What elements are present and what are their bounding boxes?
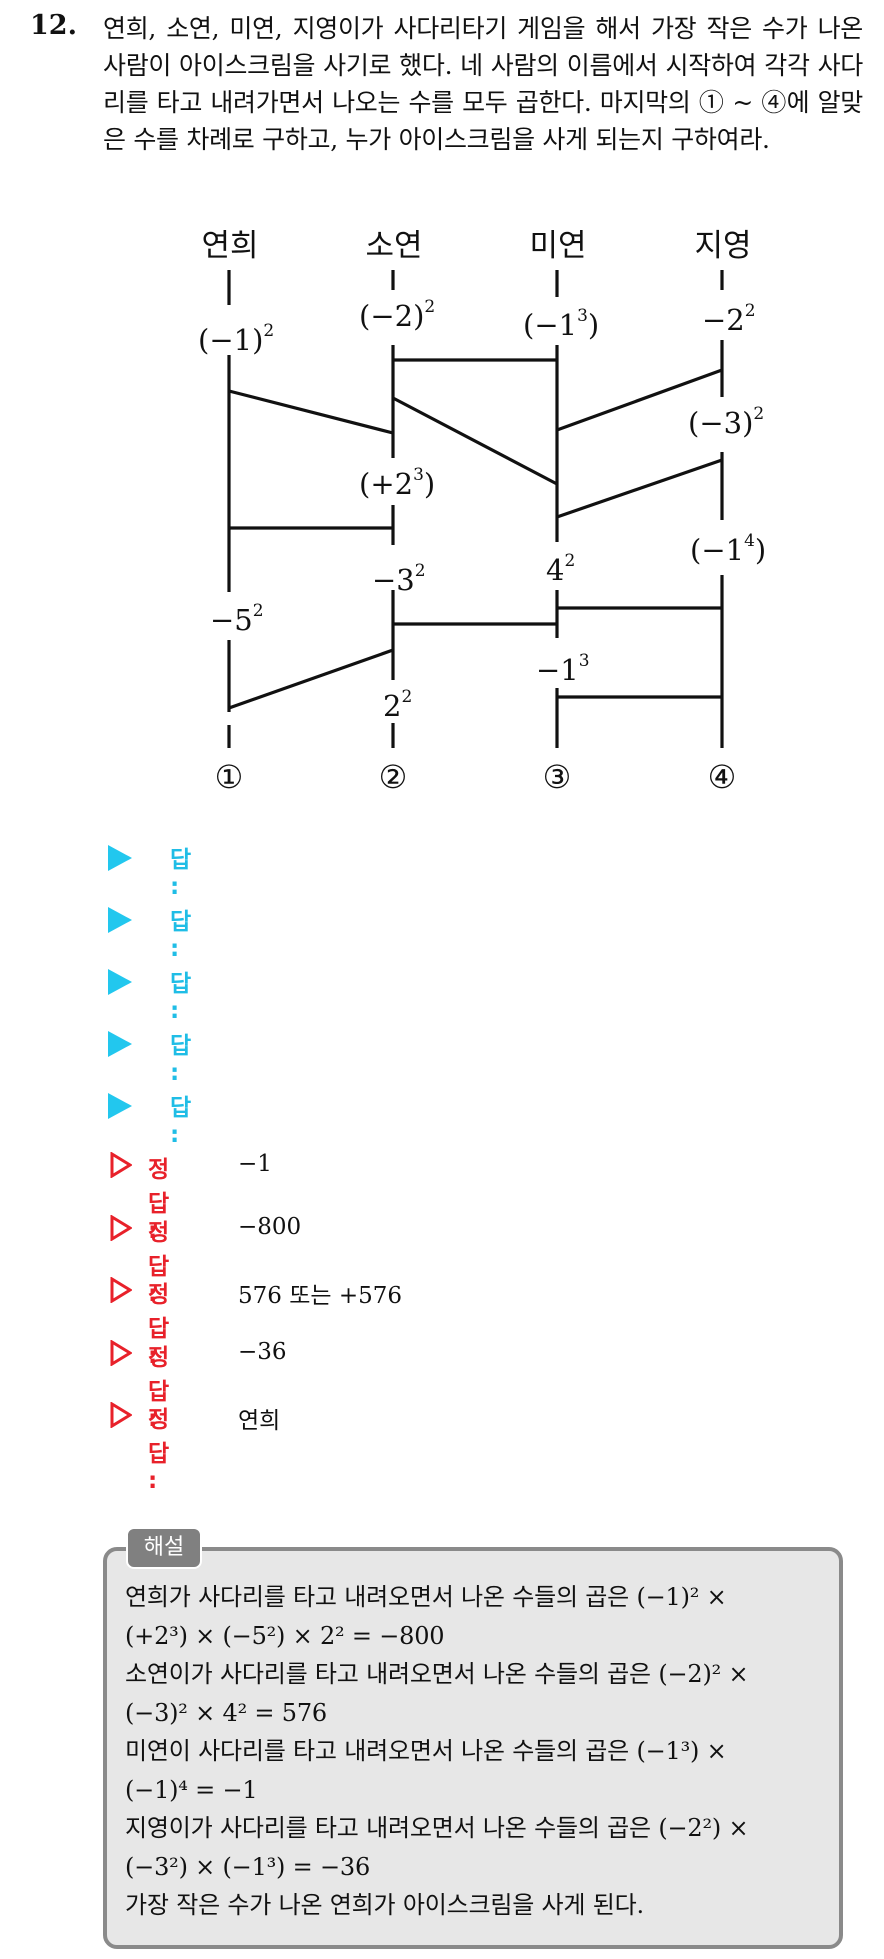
rung (228, 648, 394, 710)
answer-label: 답 : (170, 971, 192, 1024)
explanation-line: 가장 작은 수가 나온 연희가 아이스크림을 사게 된다. (125, 1891, 644, 1919)
correct-value: −800 (238, 1213, 302, 1240)
value-c2-b: (+23) (359, 465, 435, 501)
answer-label: 답 : (170, 1033, 192, 1086)
explanation-box (103, 1547, 843, 1949)
outline-triangle-icon (110, 1339, 132, 1366)
correct-label: 정답 : (148, 1344, 170, 1432)
correct-value: 연희 (238, 1408, 281, 1434)
rung (556, 458, 723, 519)
outline-triangle-icon (110, 1277, 132, 1303)
rung (228, 389, 394, 435)
value-c3-b: 42 (546, 551, 575, 587)
value-c4-a: −22 (702, 301, 756, 337)
explanation-line: (+2³) × (−5²) × 2² = −800 (125, 1621, 445, 1650)
name-soyeon: 소연 (365, 228, 422, 264)
outline-triangle-icon (110, 1214, 132, 1241)
value-c1-b: −52 (210, 601, 264, 637)
value-c3-c: −13 (536, 651, 590, 687)
name-jiyeong: 지영 (694, 228, 751, 264)
play-triangle-icon (108, 845, 132, 871)
explanation-line: (−1)⁴ = −1 (125, 1775, 258, 1804)
value-c2-a: (−2)2 (359, 297, 435, 333)
value-c1-a: (−1)2 (198, 321, 274, 357)
play-triangle-icon (108, 969, 132, 995)
outline-triangle-icon (110, 1402, 132, 1428)
correct-label: 정답 : (148, 1157, 170, 1244)
play-triangle-icon (108, 1093, 132, 1119)
answer-label: 답 : (170, 1095, 192, 1148)
outline-triangle-icon (110, 1152, 132, 1178)
bottom-label-2: ② (379, 758, 408, 796)
explanation-tag: 해설 (126, 1527, 202, 1569)
play-triangle-icon (108, 907, 132, 933)
value-c2-d: 22 (383, 687, 412, 723)
bottom-label-4: ④ (708, 758, 737, 796)
explanation-line: 소연이가 사다리를 타고 내려오면서 나온 수들의 곱은 (−2)² × (125, 1660, 749, 1688)
correct-label: 정답 : (148, 1282, 170, 1369)
bottom-label-3: ③ (543, 758, 572, 796)
name-miyeon: 미연 (529, 228, 586, 264)
correct-value: −1 (238, 1151, 272, 1177)
value-c3-a: (−13) (523, 306, 599, 342)
correct-label: 정답 : (148, 1407, 170, 1494)
ladder-diagram: 연희 소연 미연 지영 (−1)2 (198, 228, 766, 796)
explanation-line: (−3)² × 4² = 576 (125, 1698, 327, 1727)
explanation-line: (−3²) × (−1³) = −36 (125, 1852, 371, 1881)
value-c4-b: (−3)2 (688, 404, 764, 440)
question-number: 12. (30, 10, 77, 41)
play-triangle-icon (108, 1031, 132, 1057)
bottom-label-1: ① (215, 758, 244, 796)
correct-value: −36 (238, 1338, 287, 1365)
rung (556, 368, 723, 432)
rung (392, 396, 558, 486)
name-yeonhui: 연희 (201, 228, 258, 264)
correct-label: 정답 : (148, 1219, 170, 1307)
value-c2-c: −32 (372, 561, 426, 597)
explanation-line: 지영이가 사다리를 타고 내려오면서 나온 수들의 곱은 (−2²) × (125, 1814, 749, 1842)
answer-label: 답 : (170, 909, 192, 962)
explanation-line: 미연이 사다리를 타고 내려오면서 나온 수들의 곱은 (−1³) × (125, 1737, 727, 1765)
explanation-line: 연희가 사다리를 타고 내려오면서 나온 수들의 곱은 (−1)² × (125, 1583, 727, 1611)
question-text: 연희, 소연, 미연, 지영이가 사다리타기 게임을 해서 가장 작은 수가 나… (103, 14, 863, 154)
value-c4-c: (−14) (690, 531, 766, 567)
correct-value: 576 또는 +576 (238, 1283, 403, 1309)
explanation-text: 연희가 사다리를 타고 내려오면서 나온 수들의 곱은 (−1)² × (+2³… (125, 1578, 825, 1925)
answer-label: 답 : (170, 847, 192, 900)
